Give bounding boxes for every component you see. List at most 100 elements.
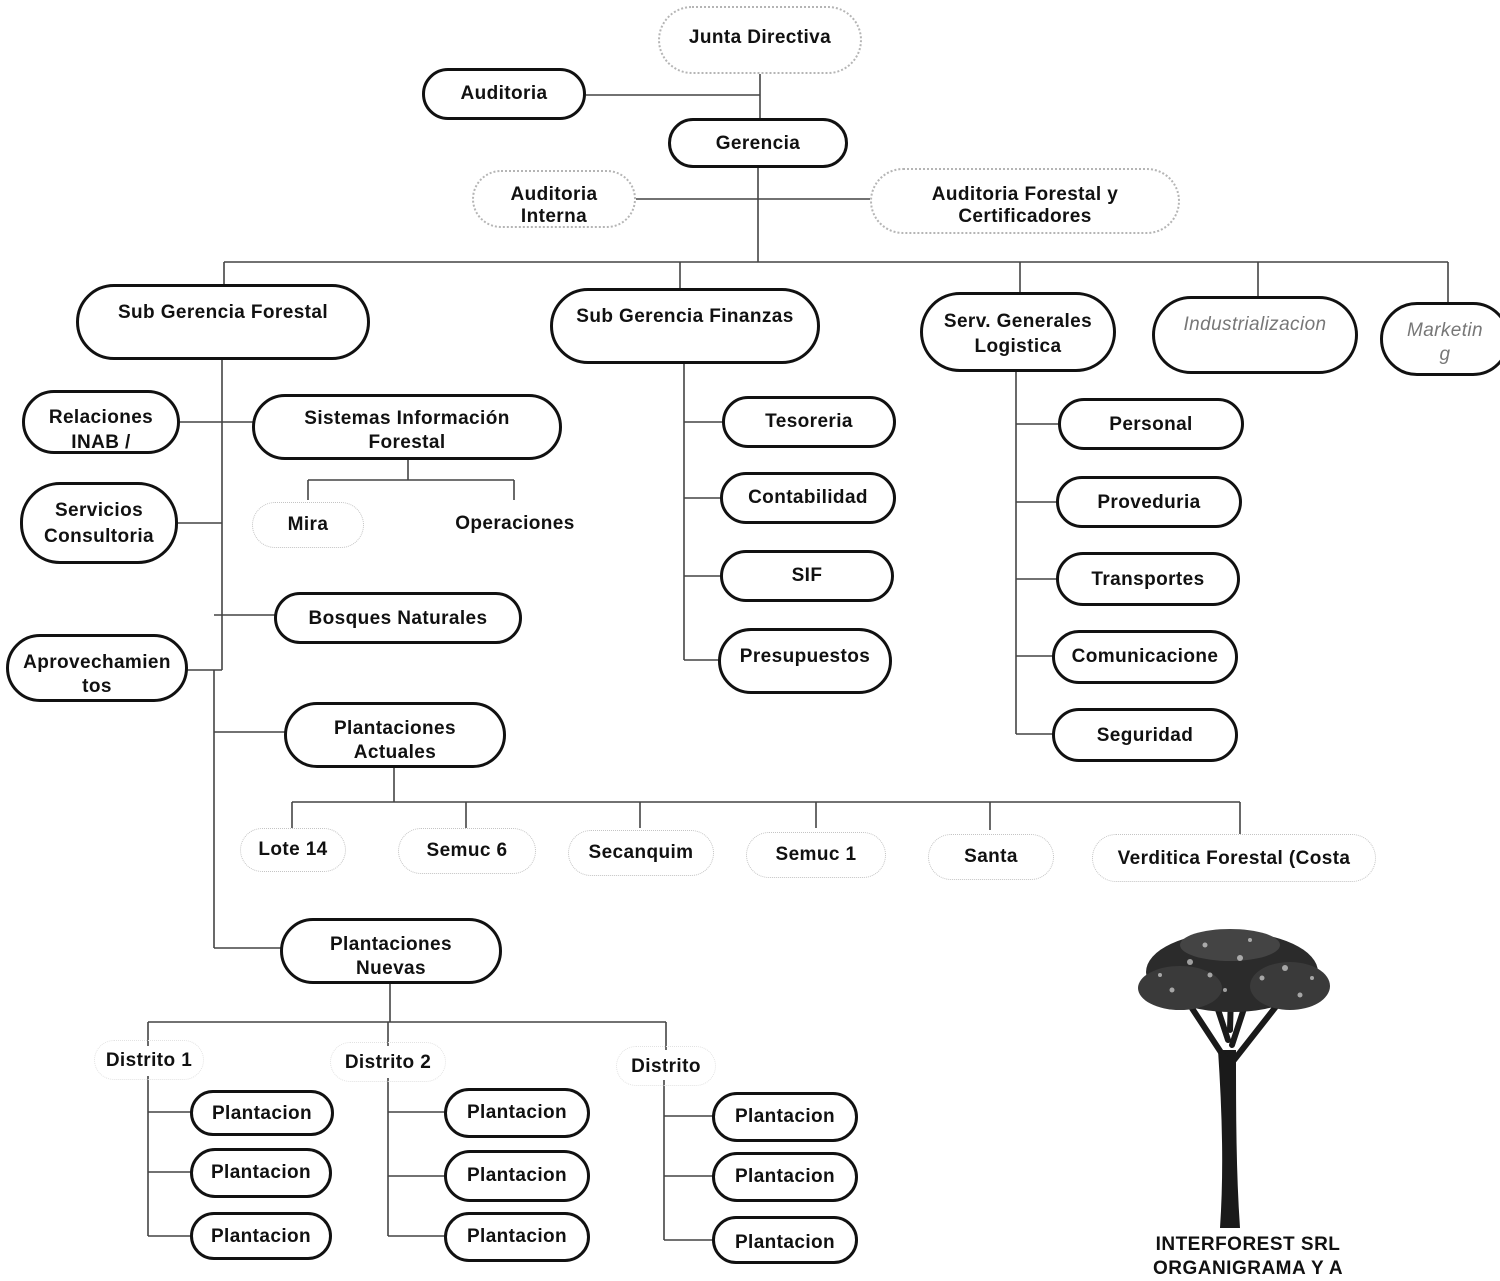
lote-label: Lote 14 xyxy=(258,839,328,860)
plantaciones-actuales-label-1: Plantaciones xyxy=(333,718,456,739)
plantacion-label: Plantacion xyxy=(210,1226,312,1247)
sub-gerencia-finanzas-node: Sub Gerencia Finanzas xyxy=(550,288,820,364)
plantacion-label: Plantacion xyxy=(466,1165,568,1186)
junta-directiva-label: Junta Directiva xyxy=(688,27,832,48)
lote-node: Semuc 6 xyxy=(398,828,536,874)
mira-label: Mira xyxy=(287,514,329,535)
personal-label: Personal xyxy=(1109,414,1193,435)
marketing-label-2: g xyxy=(1439,344,1451,365)
servicios-label-2: Consultoria xyxy=(44,526,154,547)
sif-label: SIF xyxy=(791,565,823,586)
tesoreria-node: Tesoreria xyxy=(722,396,896,448)
plantacion-node: Plantacion xyxy=(712,1152,858,1202)
auditoria-node: Auditoria xyxy=(422,68,586,120)
relaciones-label-2: INAB / xyxy=(71,432,131,453)
lote-node: Santa xyxy=(928,834,1054,880)
plantaciones-nuevas-node: Plantaciones Nuevas xyxy=(280,918,502,984)
plantacion-node: Plantacion xyxy=(444,1088,590,1138)
presupuestos-node: Presupuestos xyxy=(718,628,892,694)
plantacion-node: Plantacion xyxy=(712,1216,858,1264)
auditoria-forestal-node: Auditoria Forestal y Certificadores xyxy=(870,168,1180,234)
sistemas-label-2: Forestal xyxy=(368,432,446,453)
distrito-1-node: Distrito 1 xyxy=(94,1040,204,1080)
auditoria-label: Auditoria xyxy=(460,83,548,104)
gerencia-label: Gerencia xyxy=(715,133,801,154)
industrializacion-label: Industrializacion xyxy=(1183,314,1327,335)
servicios-consultoria-node: Servicios Consultoria xyxy=(20,482,178,564)
plantaciones-nuevas-label-2: Nuevas xyxy=(356,958,426,979)
lote-node: Lote 14 xyxy=(240,828,346,872)
aprovechamientos-label-2: tos xyxy=(82,676,112,697)
auditoria-forestal-label-1: Auditoria Forestal y xyxy=(931,184,1119,205)
plantacion-label: Plantacion xyxy=(734,1232,836,1253)
plantaciones-nuevas-label-1: Plantaciones xyxy=(329,934,452,955)
lote-node: Verditica Forestal (Costa xyxy=(1092,834,1376,882)
serv-generales-label-1: Serv. Generales xyxy=(943,311,1093,332)
marketing-label-1: Marketin xyxy=(1406,320,1484,341)
sistemas-label-1: Sistemas Información xyxy=(304,408,510,429)
lote-label: Semuc 6 xyxy=(426,840,508,861)
mira-node: Mira xyxy=(252,502,364,548)
seguridad-label: Seguridad xyxy=(1096,725,1194,746)
transportes-node: Transportes xyxy=(1056,552,1240,606)
tree-logo-icon xyxy=(1138,929,1330,1228)
relaciones-label-1: Relaciones xyxy=(48,407,154,428)
plantaciones-actuales-node: Plantaciones Actuales xyxy=(284,702,506,768)
plantacion-label: Plantacion xyxy=(210,1162,312,1183)
sub-gerencia-forestal-node: Sub Gerencia Forestal xyxy=(76,284,370,360)
lote-label: Secanquim xyxy=(588,842,694,863)
company-caption: INTERFOREST SRL ORGANIGRAMA Y A xyxy=(1148,1233,1348,1281)
plantacion-node: Plantacion xyxy=(444,1212,590,1262)
lote-label: Verditica Forestal (Costa xyxy=(1117,848,1351,869)
serv-generales-label-2: Logistica xyxy=(974,336,1062,357)
operaciones-label: Operaciones xyxy=(455,513,575,534)
distrito-3-node: Distrito xyxy=(616,1046,716,1086)
plantacion-label: Plantacion xyxy=(466,1102,568,1123)
contabilidad-label: Contabilidad xyxy=(748,487,868,508)
plantacion-label: Plantacion xyxy=(734,1106,836,1127)
gerencia-node: Gerencia xyxy=(668,118,848,168)
contabilidad-node: Contabilidad xyxy=(720,472,896,524)
lote-node: Semuc 1 xyxy=(746,832,886,878)
plantacion-node: Plantacion xyxy=(444,1150,590,1202)
auditoria-interna-node: Auditoria Interna xyxy=(472,170,636,228)
sif-node: SIF xyxy=(720,550,894,602)
comunicaciones-label: Comunicacione xyxy=(1071,646,1219,667)
transportes-label: Transportes xyxy=(1091,569,1205,590)
auditoria-interna-label-2: Interna xyxy=(520,206,588,227)
auditoria-interna-label-1: Auditoria xyxy=(510,184,598,205)
relaciones-node: Relaciones INAB / xyxy=(22,390,180,454)
aprovechamientos-node: Aprovechamien tos xyxy=(6,634,188,702)
plantacion-node: Plantacion xyxy=(712,1092,858,1142)
proveduria-label: Proveduria xyxy=(1097,492,1201,513)
tesoreria-label: Tesoreria xyxy=(765,411,853,432)
lote-node: Secanquim xyxy=(568,830,714,876)
aprovechamientos-label-1: Aprovechamien xyxy=(23,652,171,673)
plantaciones-actuales-label-2: Actuales xyxy=(353,742,437,763)
comunicaciones-node: Comunicacione xyxy=(1052,630,1238,684)
lote-label: Semuc 1 xyxy=(775,844,857,865)
sistemas-informacion-node: Sistemas Información Forestal xyxy=(252,394,562,460)
distrito-1-label: Distrito 1 xyxy=(105,1050,193,1071)
proveduria-node: Proveduria xyxy=(1056,476,1242,528)
company-name: INTERFOREST SRL xyxy=(1155,1234,1341,1255)
operaciones-node: Operaciones xyxy=(420,502,610,548)
lote-label: Santa xyxy=(964,846,1018,867)
distrito-2-label: Distrito 2 xyxy=(344,1052,432,1073)
plantacion-label: Plantacion xyxy=(466,1226,568,1247)
servicios-label-1: Servicios xyxy=(54,500,144,521)
sub-gerencia-finanzas-label: Sub Gerencia Finanzas xyxy=(576,306,794,327)
distrito-3-label: Distrito xyxy=(631,1056,701,1077)
industrializacion-node: Industrializacion xyxy=(1152,296,1358,374)
serv-generales-node: Serv. Generales Logistica xyxy=(920,292,1116,372)
bosques-naturales-label: Bosques Naturales xyxy=(308,608,488,629)
seguridad-node: Seguridad xyxy=(1052,708,1238,762)
presupuestos-label: Presupuestos xyxy=(739,646,871,667)
plantacion-node: Plantacion xyxy=(190,1090,334,1136)
marketing-node: Marketin g xyxy=(1380,302,1500,376)
bosques-naturales-node: Bosques Naturales xyxy=(274,592,522,644)
personal-node: Personal xyxy=(1058,398,1244,450)
auditoria-forestal-label-2: Certificadores xyxy=(958,206,1092,227)
plantacion-label: Plantacion xyxy=(211,1103,313,1124)
